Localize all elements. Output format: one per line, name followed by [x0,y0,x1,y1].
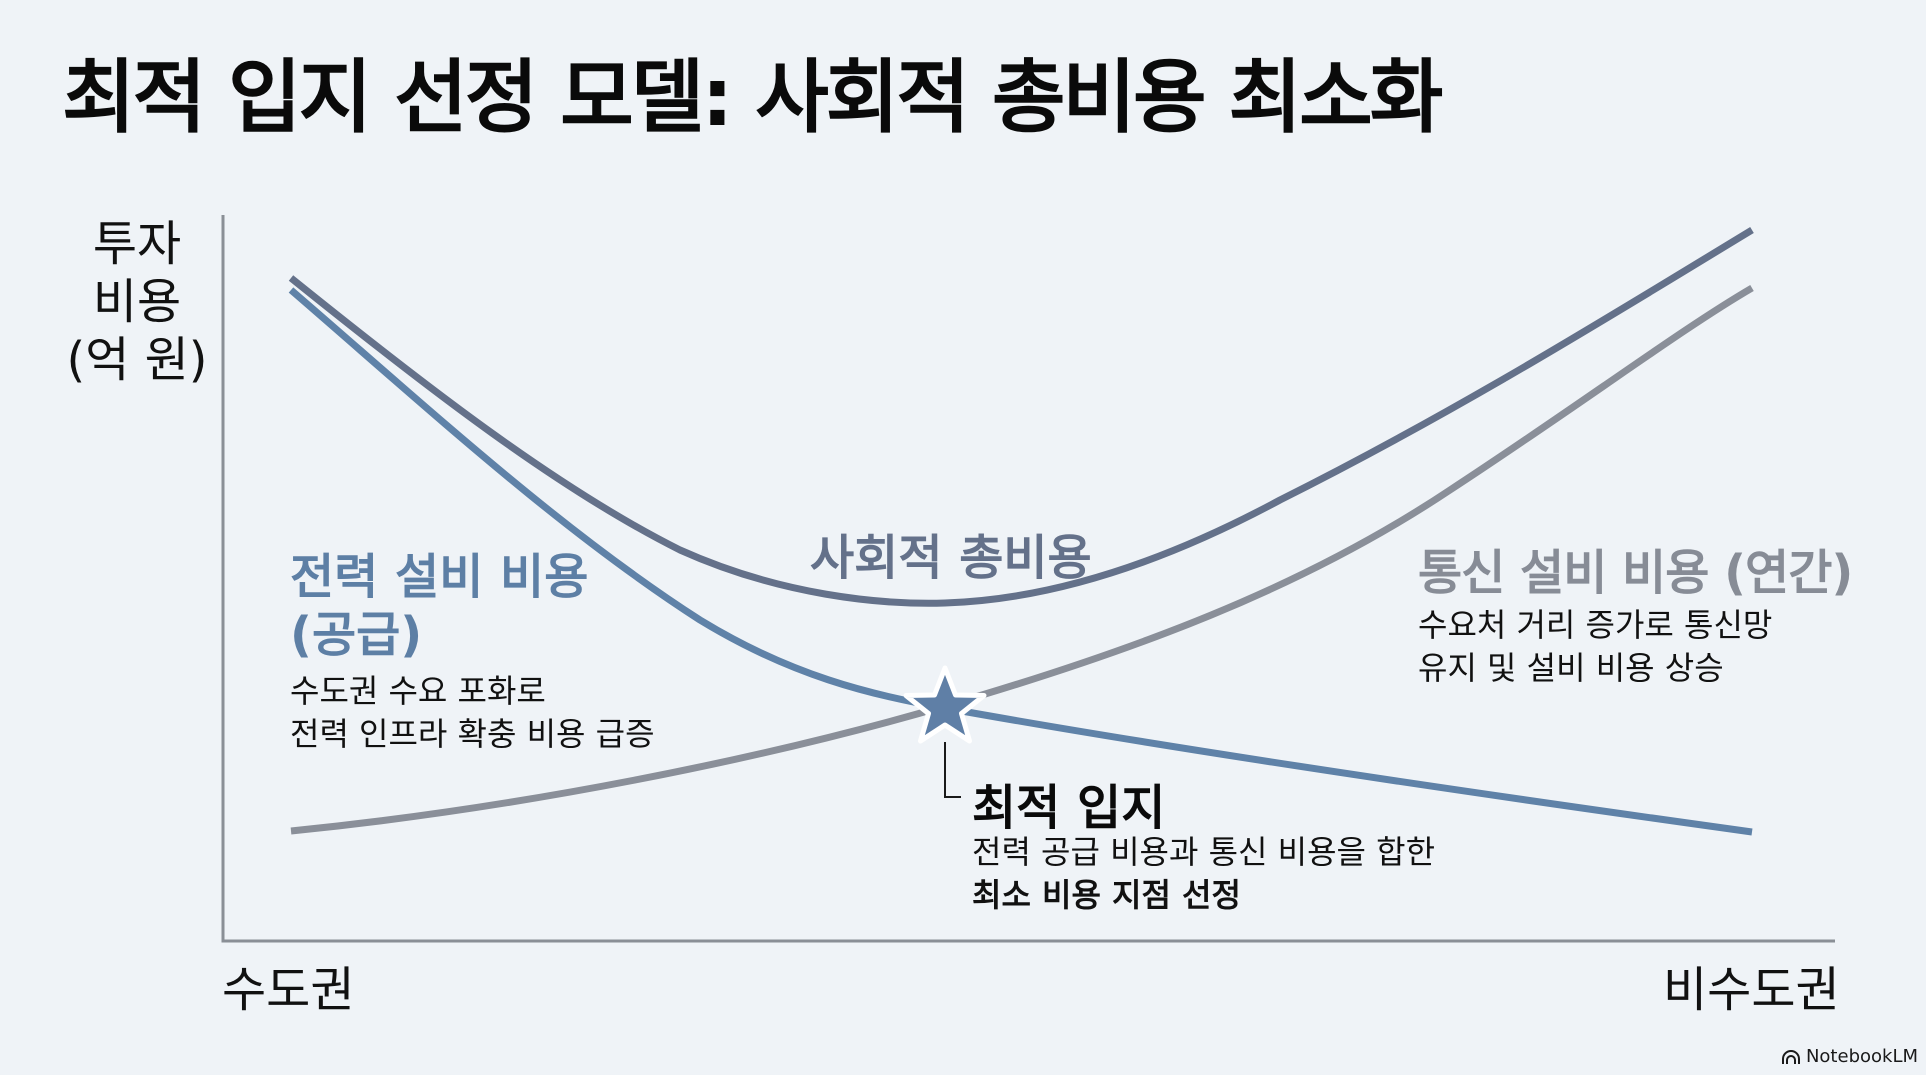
telecom-cost-curve [290,284,1754,835]
telecom-cost-description: 수요처 거리 증가로 통신망 유지 및 설비 비용 상승 [1418,604,1772,690]
optimal-leader-line [944,742,961,798]
power-cost-title-line: (공급) [290,607,423,663]
chart-axes [221,215,1835,943]
power-cost-title: 전력 설비 비용 (공급) [290,548,588,664]
y-axis-label-line: 비용 [92,274,182,330]
power-cost-description-line: 수도권 수요 포화로 [290,672,546,710]
optimal-location-description-emphasis: 최소 비용 지점 선정 [972,876,1241,914]
total-cost-curve [288,227,1754,607]
page-title: 최적 입지 선정 모델: 사회적 총비용 최소화 [62,51,1443,144]
optimal-location-description: 전력 공급 비용과 통신 비용을 합한 최소 비용 지점 선정 [972,831,1435,917]
notebooklm-branding: NotebookLM [1781,1046,1918,1067]
optimal-location-title: 최적 입지 [972,780,1166,836]
x-axis-right-label: 비수도권 [1663,962,1840,1018]
telecom-cost-description-line: 수요처 거리 증가로 통신망 [1418,606,1773,644]
power-cost-curve [288,287,1753,836]
telecom-cost-description-line: 유지 및 설비 비용 상승 [1418,649,1724,687]
notebooklm-logo-icon [1781,1049,1800,1064]
y-axis-label-line: (억 원) [66,332,208,388]
power-cost-title-line: 전력 설비 비용 [290,549,589,605]
optimal-star-icon [903,665,987,744]
optimal-location-description-line: 전력 공급 비용과 통신 비용을 합한 [972,833,1436,871]
notebooklm-label: NotebookLM [1805,1046,1918,1067]
total-cost-title: 사회적 총비용 [810,530,1092,586]
y-axis-label: 투자 비용 (억 원) [62,215,212,389]
x-axis-left-label: 수도권 [222,962,355,1018]
telecom-cost-title: 통신 설비 비용 (연간) [1418,545,1853,601]
y-axis-label-line: 투자 [92,216,182,272]
power-cost-description: 수도권 수요 포화로 전력 인프라 확충 비용 급증 [290,670,655,756]
power-cost-description-line: 전력 인프라 확충 비용 급증 [290,715,655,753]
